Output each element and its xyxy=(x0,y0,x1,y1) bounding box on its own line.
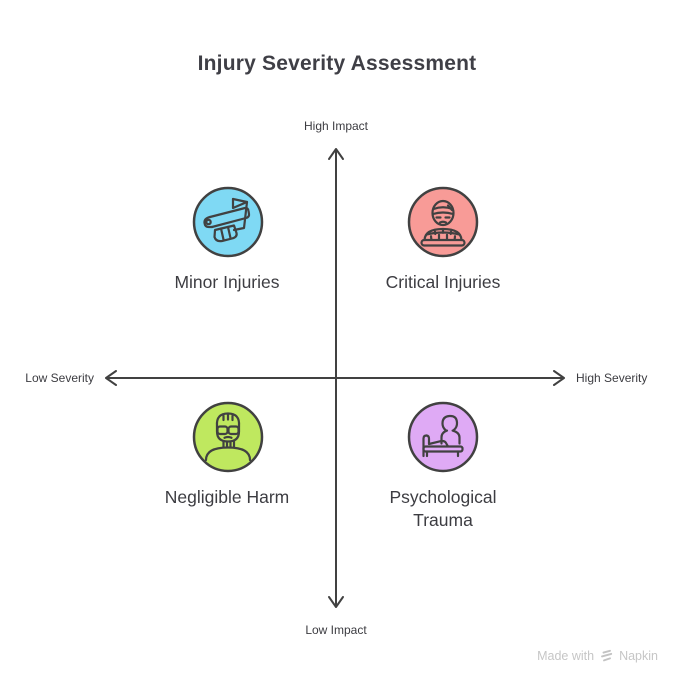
axis-label-low-impact: Low Impact xyxy=(305,623,367,637)
bandaged-patient-icon xyxy=(407,186,479,258)
bandaged-arm-icon xyxy=(192,186,264,258)
axis-label-high-impact: High Impact xyxy=(303,119,369,133)
axis-label-low-severity: Low Severity xyxy=(25,371,94,385)
page-title: Injury Severity Assessment xyxy=(197,52,477,75)
watermark-brand: Napkin xyxy=(619,649,658,663)
helmet-worker-icon xyxy=(192,401,264,473)
napkin-watermark[interactable]: Made with Napkin xyxy=(537,649,658,663)
watermark-prefix: Made with xyxy=(537,649,595,663)
axis-label-high-severity: High Severity xyxy=(576,371,648,385)
quadrant-label-psychological-trauma: Psychological Trauma xyxy=(389,487,497,530)
quadrant-label-minor-injuries: Minor Injuries xyxy=(174,272,280,292)
arrow-left-icon xyxy=(105,370,117,386)
quadrant-label-negligible-harm: Negligible Harm xyxy=(164,487,290,507)
arrow-up-icon xyxy=(328,148,344,160)
person-in-bed-icon xyxy=(407,401,479,473)
napkin-logo-icon xyxy=(601,649,613,662)
arrow-right-icon xyxy=(553,370,565,386)
quadrant-label-critical-injuries: Critical Injuries xyxy=(385,272,501,292)
arrow-down-icon xyxy=(328,596,344,608)
